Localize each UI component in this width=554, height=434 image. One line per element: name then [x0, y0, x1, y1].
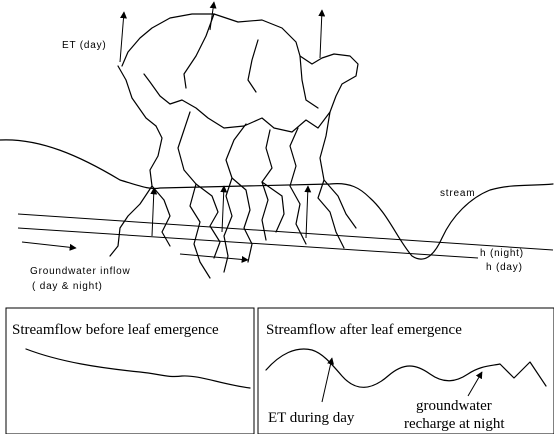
- groundwater-inflow-arrows: [22, 242, 248, 260]
- streamflow-before-line: [26, 349, 250, 388]
- et-day-label: ET (day): [62, 40, 107, 51]
- water-table-night: [18, 214, 553, 250]
- et-arrows: [120, 2, 322, 62]
- tree-trunks-and-roots: [110, 112, 356, 278]
- groundwater-recharge-label: groundwater: [416, 398, 492, 414]
- water-table-day: [18, 228, 478, 258]
- et-arrow: [322, 358, 332, 402]
- panel-before-leaf-emergence: Streamflow before leaf emergence: [6, 308, 254, 434]
- stream-label: stream: [440, 188, 475, 199]
- tree-canopy-sketch: [118, 14, 358, 132]
- recharge-arrow: [468, 372, 482, 396]
- groundwater-inflow-label: Groundwater inflow: [30, 266, 131, 277]
- h-day-label: h (day): [486, 262, 523, 273]
- panel-after-title: Streamflow after leaf emergence: [266, 322, 462, 338]
- et-during-day-label: ET during day: [268, 410, 355, 426]
- uptake-arrows: [152, 186, 308, 238]
- panel-before-title: Streamflow before leaf emergence: [12, 322, 219, 338]
- water-table-lines: [18, 214, 553, 258]
- stream-channel-surface: [0, 140, 553, 259]
- recharge-at-night-label: recharge at night: [404, 416, 505, 432]
- h-night-label: h (night): [480, 248, 524, 259]
- panel-after-leaf-emergence: Streamflow after leaf emergence ET durin…: [258, 308, 554, 434]
- tree-crown-outline: [122, 14, 358, 132]
- streamflow-after-line: [266, 349, 546, 387]
- groundwater-inflow-period-label: ( day & night): [32, 281, 103, 292]
